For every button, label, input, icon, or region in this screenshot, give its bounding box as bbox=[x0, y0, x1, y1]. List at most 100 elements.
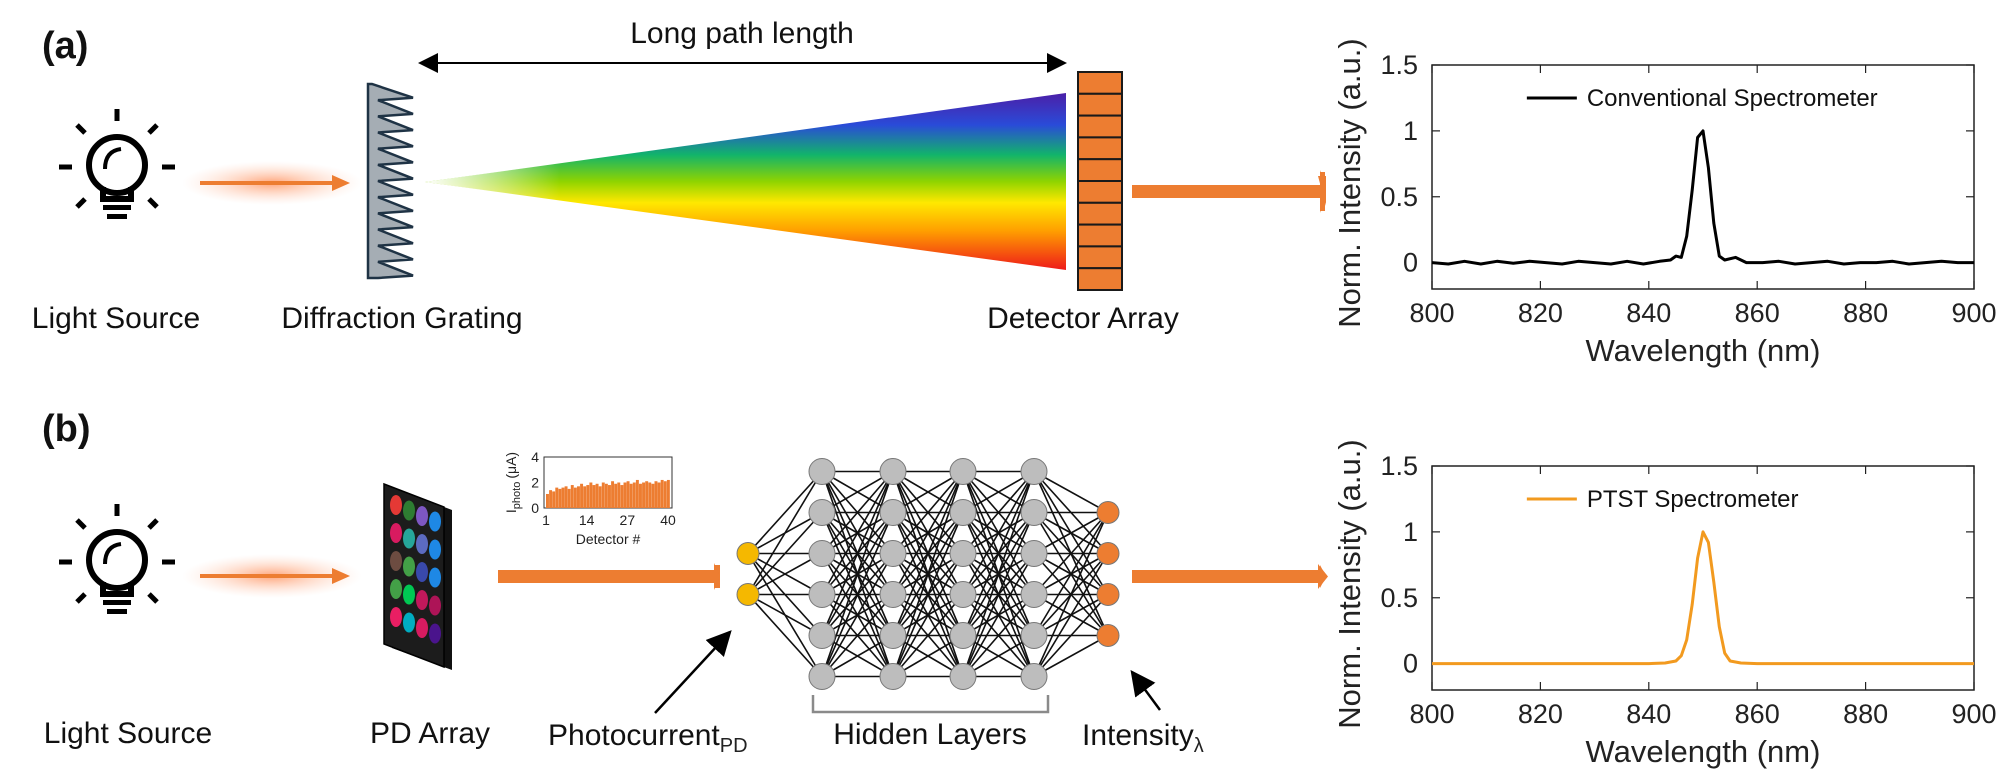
input-node bbox=[736, 542, 760, 565]
inset-bar bbox=[642, 482, 646, 508]
inset-bar bbox=[632, 482, 636, 508]
network-edge bbox=[747, 471, 823, 595]
x-tick-label: 860 bbox=[1735, 699, 1780, 729]
inset-x-tick: 40 bbox=[660, 512, 676, 528]
inset-bar bbox=[567, 488, 571, 508]
hidden-node bbox=[808, 499, 836, 526]
inset-bar bbox=[639, 483, 642, 508]
arrow-to-network bbox=[498, 563, 720, 590]
neural-network bbox=[736, 458, 1120, 690]
plot-frame bbox=[1431, 465, 1975, 691]
photodetector bbox=[403, 584, 415, 605]
network-edge bbox=[892, 553, 964, 677]
detector-cell bbox=[1077, 114, 1123, 139]
inset-bar bbox=[617, 482, 621, 508]
inset-bar bbox=[583, 486, 587, 508]
detector-cell bbox=[1077, 223, 1123, 248]
hidden-node bbox=[949, 540, 977, 567]
hidden-node bbox=[808, 581, 836, 608]
light-source-label-b: Light Source bbox=[44, 717, 212, 750]
hidden-node bbox=[949, 458, 977, 485]
hidden-node bbox=[808, 663, 836, 690]
photodetector bbox=[390, 551, 402, 571]
light-beam-b bbox=[182, 554, 362, 598]
inset-bar bbox=[573, 487, 577, 508]
photodetector bbox=[403, 556, 415, 577]
detector-array-label: Detector Array bbox=[987, 302, 1179, 335]
network-edges bbox=[747, 470, 1109, 678]
inset-bar bbox=[595, 483, 599, 508]
dispersed-spectrum bbox=[425, 93, 1066, 270]
inset-bar bbox=[555, 487, 559, 508]
photocurrent-label: PhotocurrentPD bbox=[548, 719, 748, 757]
inset-y-tick: 4 bbox=[531, 449, 539, 465]
y-tick-label: 1.5 bbox=[1380, 50, 1418, 80]
plot-frame bbox=[1431, 64, 1975, 290]
network-edge bbox=[1033, 511, 1109, 555]
photodetector bbox=[429, 623, 441, 644]
series-line bbox=[1432, 530, 1974, 666]
lightbulb-icon bbox=[59, 504, 175, 614]
panel-label-b: (b) bbox=[42, 408, 91, 450]
inset-bar bbox=[645, 481, 649, 508]
network-edge bbox=[821, 512, 894, 677]
inset-bar bbox=[586, 485, 590, 508]
photodetector bbox=[390, 579, 402, 599]
photodetector bbox=[390, 607, 402, 627]
intensity-label: Intensityλ bbox=[1082, 719, 1204, 757]
x-tick-label: 800 bbox=[1409, 699, 1454, 729]
output-arrow-b bbox=[1132, 564, 1328, 589]
inset-bar bbox=[570, 485, 574, 508]
network-edge bbox=[1033, 512, 1109, 677]
inset-bar bbox=[663, 481, 667, 508]
hidden-node bbox=[879, 663, 907, 690]
network-edge bbox=[892, 470, 964, 514]
legend-label: PTST Spectrometer bbox=[1587, 486, 1799, 513]
network-edge bbox=[962, 634, 1035, 678]
hidden-node bbox=[808, 622, 836, 649]
x-axis-label: Wavelength (nm) bbox=[1586, 333, 1821, 368]
hidden-node bbox=[879, 499, 907, 526]
hidden-node bbox=[949, 663, 977, 690]
hidden-node bbox=[949, 499, 977, 526]
hidden-node bbox=[1020, 622, 1048, 649]
y-tick-label: 1 bbox=[1403, 116, 1418, 146]
y-tick-label: 1.5 bbox=[1380, 451, 1418, 481]
network-edge bbox=[892, 512, 964, 677]
network-edge bbox=[821, 470, 894, 514]
x-tick-label: 900 bbox=[1951, 699, 1996, 729]
input-node bbox=[736, 583, 760, 606]
y-axis-label: Norm. Intensity (a.u.) bbox=[1332, 38, 1367, 327]
detector-cell bbox=[1077, 92, 1123, 117]
inset-bar bbox=[635, 479, 639, 508]
inset-bar bbox=[604, 483, 608, 508]
inset-bar bbox=[651, 483, 655, 508]
hidden-node bbox=[1020, 540, 1048, 567]
inset-bar bbox=[580, 483, 584, 508]
network-edge bbox=[962, 512, 1035, 677]
photodetector bbox=[390, 495, 402, 515]
inset-bar bbox=[564, 486, 568, 508]
photodetector bbox=[429, 511, 441, 532]
hidden-node bbox=[879, 458, 907, 485]
network-edge bbox=[962, 553, 1035, 677]
inset-x-tick: 27 bbox=[620, 512, 636, 528]
series-line bbox=[1431, 129, 1974, 266]
photodetector bbox=[403, 612, 415, 633]
detector-cell bbox=[1077, 71, 1123, 95]
detector-cell bbox=[1077, 180, 1123, 204]
x-tick-label: 880 bbox=[1843, 699, 1888, 729]
photodetector bbox=[416, 506, 428, 526]
inset-x-tick: 14 bbox=[579, 512, 595, 528]
hidden-node bbox=[1020, 581, 1048, 608]
network-edge bbox=[747, 511, 823, 596]
inset-bar bbox=[598, 486, 602, 508]
photodetector bbox=[416, 534, 428, 554]
light-beam-a bbox=[182, 161, 362, 205]
y-tick-label: 0.5 bbox=[1380, 182, 1418, 212]
hidden-node bbox=[1020, 499, 1048, 526]
network-edge bbox=[821, 470, 894, 555]
network-edge bbox=[821, 593, 894, 678]
